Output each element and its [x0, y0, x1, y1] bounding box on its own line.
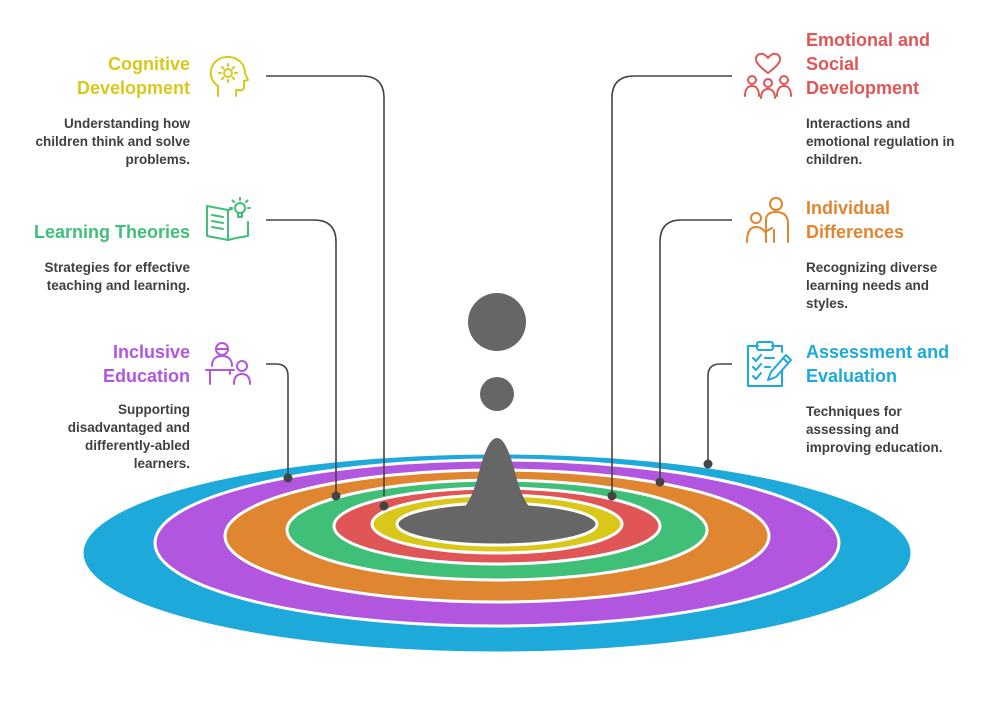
title-inclusive: Inclusive Education [102, 342, 190, 386]
desc-emotional: Interactions and emotional regulation in… [806, 116, 955, 167]
title-assessment: Assessment and Evaluation [806, 342, 950, 386]
drop-small [480, 377, 514, 411]
student-teacher-icon [205, 342, 251, 385]
title-emotional: Emotional and Social Development [806, 30, 931, 98]
splash-peak [432, 438, 562, 524]
connector-dots [283, 459, 713, 511]
book-lightbulb-icon [206, 197, 251, 241]
clipboard-pencil-icon [747, 341, 792, 387]
connector-individual [659, 219, 732, 482]
parent-child-icon [746, 197, 789, 243]
dot-assessment [703, 459, 713, 469]
connector-emotional [611, 75, 732, 496]
heart-people-icon [744, 52, 792, 99]
connector-cognitive [266, 75, 385, 496]
title-individual: Individual Differences [806, 198, 905, 242]
desc-individual: Recognizing diverse learning needs and s… [806, 260, 938, 311]
desc-inclusive: Supporting disadvantaged and differently… [67, 402, 190, 471]
connector-assessment [707, 363, 732, 464]
desc-assessment: Techniques for assessing and improving e… [806, 404, 943, 455]
connectors [266, 75, 732, 496]
dot-learning [331, 491, 341, 501]
desc-cognitive: Understanding how children think and sol… [35, 116, 190, 167]
connector-inclusive [266, 363, 289, 478]
desc-learning: Strategies for effective teaching and le… [44, 260, 190, 293]
dot-individual [655, 477, 665, 487]
head-gear-icon [209, 55, 249, 97]
dot-cognitive [379, 501, 389, 511]
dot-inclusive [283, 473, 293, 483]
connector-learning [266, 219, 337, 496]
dot-emotional [607, 491, 617, 501]
title-learning: Learning Theories [33, 222, 190, 242]
title-cognitive: Cognitive Development [76, 54, 190, 98]
drop-large [468, 293, 526, 351]
